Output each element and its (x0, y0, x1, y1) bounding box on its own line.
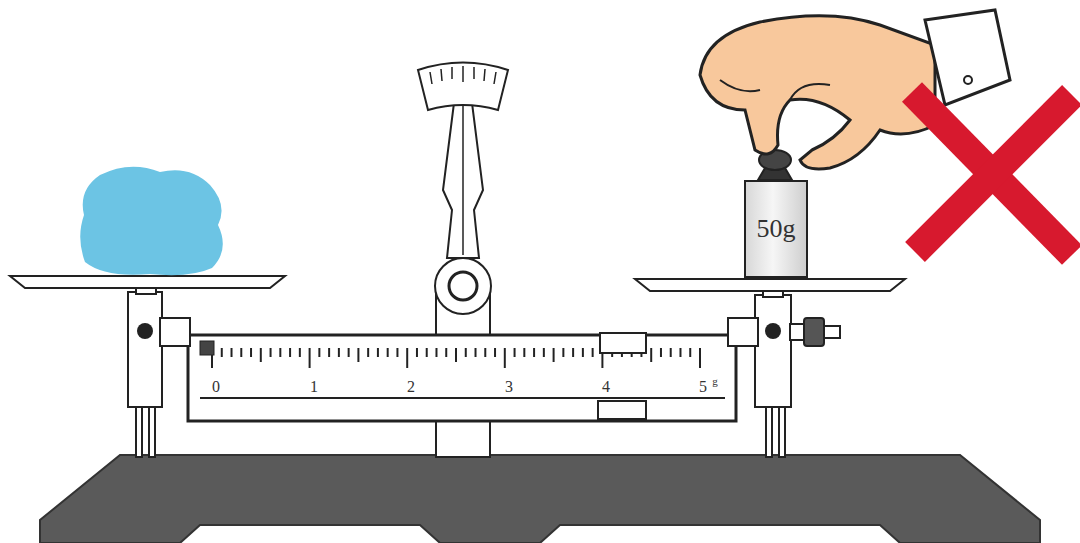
tick (572, 348, 574, 357)
tick (475, 348, 477, 357)
pan-support (755, 295, 791, 407)
tick (338, 348, 340, 357)
tick (250, 348, 252, 357)
tick (357, 348, 359, 362)
tick (309, 348, 311, 368)
tick (582, 348, 584, 357)
dial-ticks (430, 66, 496, 84)
tick (660, 348, 662, 357)
tick (348, 348, 350, 357)
scale-number: 0 (212, 379, 220, 395)
tick (221, 348, 223, 357)
scale-number: 3 (505, 379, 513, 395)
beam (188, 335, 736, 421)
tick (699, 348, 701, 368)
tick (553, 348, 555, 362)
dial (418, 63, 508, 111)
zero-rider (200, 341, 214, 355)
tick (543, 348, 545, 357)
tick (465, 348, 467, 357)
pan-support (128, 292, 162, 407)
pivot-housing (435, 258, 491, 314)
tick (328, 348, 330, 357)
tick (484, 348, 486, 357)
tick (592, 348, 594, 357)
tick (270, 348, 272, 357)
tick (523, 348, 525, 357)
pointer (443, 95, 483, 258)
tick (416, 348, 418, 357)
red-cross (912, 92, 1072, 255)
pin (765, 323, 781, 339)
tick (670, 348, 672, 357)
tick (289, 348, 291, 357)
weight-label: 50g (757, 214, 796, 244)
tick (533, 348, 535, 357)
adjust-knob (804, 318, 824, 346)
weight-box: 50g (744, 180, 808, 278)
scale-number: 4 (602, 379, 610, 395)
tick (260, 348, 262, 362)
unit-label: g (712, 376, 718, 387)
tick (240, 348, 242, 357)
left-pan (10, 276, 285, 288)
tick (318, 348, 320, 357)
rider (600, 333, 646, 353)
tick (367, 348, 369, 357)
tick (514, 348, 516, 357)
tick (406, 348, 408, 368)
tick (679, 348, 681, 357)
tick (689, 348, 691, 357)
adjust-screw (790, 324, 804, 340)
tick (299, 348, 301, 357)
pointer-needle (462, 95, 464, 255)
scale-number: 5 (699, 379, 707, 395)
scale-number: 1 (310, 379, 318, 395)
scale-number: 2 (407, 379, 415, 395)
scale-line (200, 397, 725, 399)
stem (779, 405, 785, 457)
stem (766, 405, 772, 457)
stem (149, 405, 155, 457)
tick (562, 348, 564, 357)
tick (387, 348, 389, 357)
tick (435, 348, 437, 357)
tick (455, 348, 457, 362)
knife-edge (728, 318, 758, 346)
adjust-screw (824, 326, 840, 338)
tick (279, 348, 281, 357)
stem (136, 405, 142, 457)
pin (137, 323, 153, 339)
tick (650, 348, 652, 362)
base (40, 455, 1040, 543)
rider (598, 401, 646, 419)
object (80, 167, 223, 275)
tick (494, 348, 496, 357)
tick (426, 348, 428, 357)
tick (231, 348, 233, 357)
tick (396, 348, 398, 357)
tick (377, 348, 379, 357)
pivot (449, 272, 477, 300)
tick (445, 348, 447, 357)
knife-edge (160, 318, 190, 346)
right-pan (635, 279, 905, 291)
tick (504, 348, 506, 368)
